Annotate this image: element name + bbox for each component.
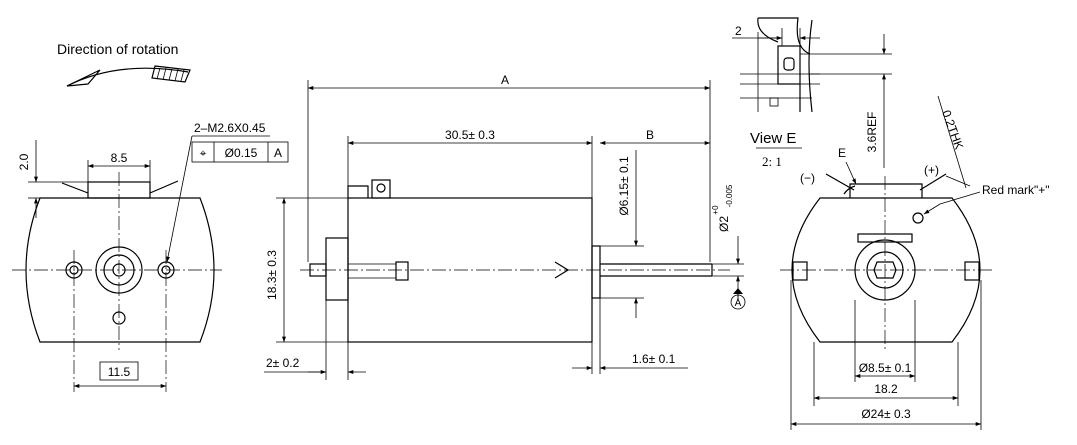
shaft-dia-tol-upper: +0: [711, 205, 720, 215]
hole-pitch-dim: 11.5: [108, 365, 131, 379]
datum-a-marker: A: [730, 288, 746, 310]
front-view-outline: [25, 197, 215, 343]
red-mark-label: Red mark"+": [982, 183, 1050, 197]
thread-spec-label: 2–M2.6X0.45: [194, 121, 266, 135]
shaft-dia-tol-lower: -0.005: [725, 184, 734, 207]
overall-length-dim: A: [501, 73, 509, 87]
rear-dia-dim: Ø24± 0.3: [861, 407, 911, 421]
view-e-scale: 2: 1: [762, 154, 782, 169]
front-view: 2.0 8.5 11.5 2–M2.6X0.45 ⌖ Ø0.15 A: [12, 121, 289, 392]
direction-of-rotation-label: Direction of rotation: [57, 41, 178, 57]
shaft-dia-dim: Ø2: [717, 216, 731, 232]
flange-thk-dim: 2± 0.2: [266, 356, 300, 370]
view-marker-e: E: [838, 146, 846, 160]
front-span-dim: 8.5: [111, 151, 128, 165]
shoulder-dim: 1.6± 0.1: [632, 352, 676, 366]
rear-view: E (−) (+) 0.2THK Red mark"+" Ø8.5± 0.1 1…: [780, 95, 1050, 430]
tolerance-value: Ø0.15: [225, 146, 258, 160]
side-view: A 30.5± 0.3 B Ø6.15± 0.1 Ø2 +0 -0.005 A: [264, 73, 746, 380]
view-e-title: View E: [750, 130, 796, 147]
detail-height-dim: 3.6REF: [865, 112, 879, 153]
terminal-thk-dim: 0.2THK: [939, 108, 966, 151]
boss-dia-dim: Ø6.15± 0.1: [617, 156, 631, 216]
position-tolerance-icon: ⌖: [200, 146, 207, 160]
rotation-indicator: Direction of rotation: [57, 41, 191, 87]
svg-text:A: A: [735, 298, 742, 309]
rear-width-dim: 18.2: [874, 382, 898, 396]
detail-view-e: 2 3.6REF View E 2: 1: [732, 17, 892, 169]
rear-view-outline: [791, 197, 981, 343]
body-length-dim: 30.5± 0.3: [445, 128, 495, 142]
plus-terminal-label: (+): [924, 163, 939, 177]
rear-boss-dia-dim: Ø8.5± 0.1: [859, 361, 912, 375]
tolerance-frame: ⌖ Ø0.15 A: [191, 141, 289, 163]
minus-terminal-label: (−): [800, 171, 815, 185]
body-height-dim: 18.3± 0.3: [265, 250, 279, 300]
tolerance-datum: A: [274, 146, 282, 160]
front-height-dim: 2.0: [17, 153, 31, 170]
detail-width-dim: 2: [735, 24, 742, 38]
shaft-length-dim: B: [646, 128, 654, 142]
